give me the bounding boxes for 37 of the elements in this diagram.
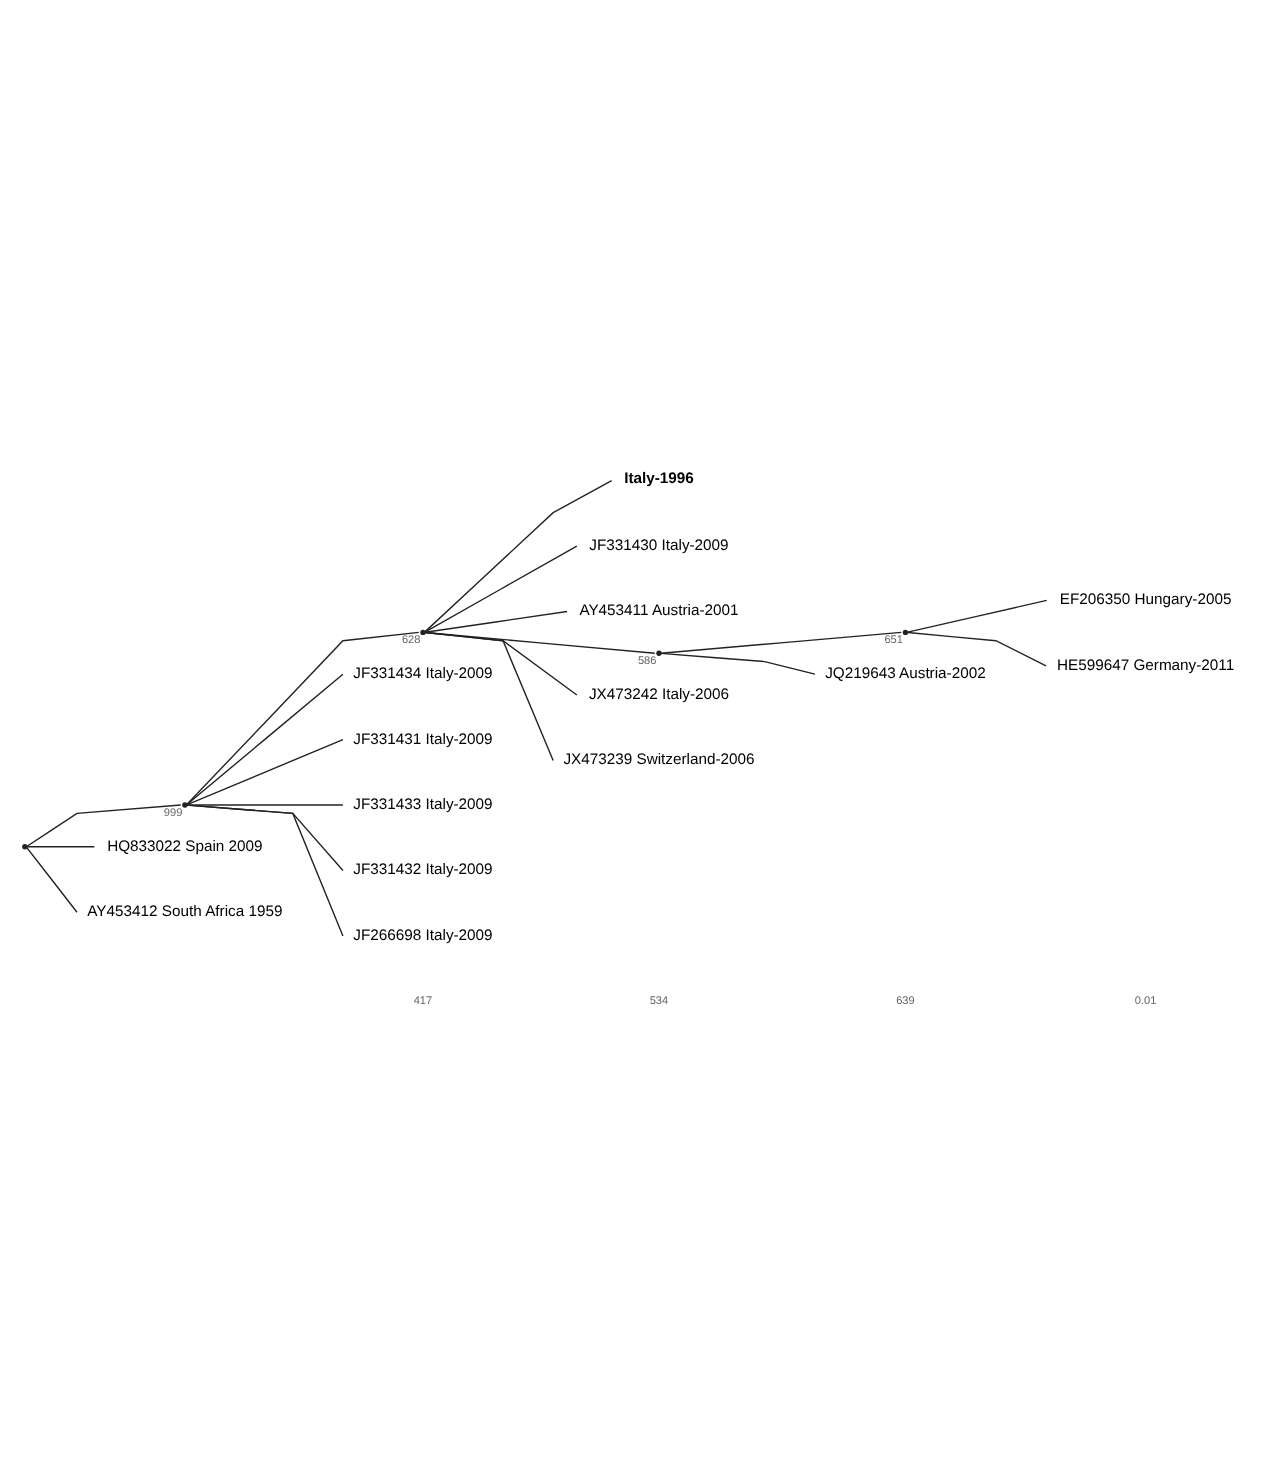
connector — [907, 631, 1047, 667]
connector — [186, 738, 344, 806]
connector — [424, 545, 578, 633]
node-text: JF266698 Italy-2009 — [353, 925, 493, 944]
connector — [186, 631, 420, 805]
node-point — [22, 844, 28, 850]
node-text: JQ219643 Austria-2002 — [825, 664, 986, 683]
node-text: HE599647 Germany-2011 — [1056, 655, 1235, 674]
node-text: JF331434 Italy-2009 — [353, 664, 493, 683]
node-text: JF331433 Italy-2009 — [353, 794, 493, 813]
connector — [424, 610, 568, 633]
node-point — [656, 650, 662, 656]
connector — [424, 479, 613, 633]
node-text: JX473242 Italy-2006 — [588, 684, 730, 703]
connector — [660, 652, 816, 675]
node-point — [420, 629, 426, 636]
connector — [26, 804, 182, 847]
connector — [186, 804, 344, 937]
connector — [660, 631, 902, 654]
node-text: EF206350 Hungary-2005 — [1059, 590, 1232, 609]
node-point — [182, 802, 188, 808]
node-text: AY453411 Austria-2001 — [579, 601, 739, 620]
node-text: Italy-1996 — [624, 469, 694, 488]
node-text: JX473239 Switzerland-2006 — [563, 750, 755, 769]
node-text: HQ833022 Spain 2009 — [107, 836, 263, 855]
connector — [424, 631, 554, 762]
connector — [186, 804, 344, 872]
node-point — [902, 629, 909, 636]
node-text: JF331430 Italy-2009 — [589, 535, 729, 554]
connector — [907, 599, 1048, 633]
node-text: JF331432 Italy-2009 — [353, 860, 493, 879]
connector — [26, 846, 96, 848]
node-text: AY453412 South Africa 1959 — [87, 902, 283, 921]
connector — [26, 846, 78, 913]
node-text: JF331431 Italy-2009 — [353, 729, 493, 748]
connector — [186, 804, 344, 806]
connector — [186, 673, 344, 805]
